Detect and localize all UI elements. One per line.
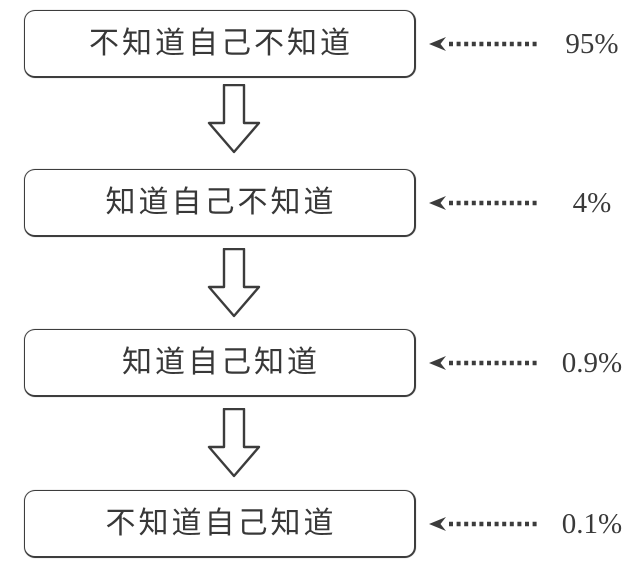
dotted-left-arrow-icon xyxy=(429,196,540,210)
percent-label: 95% xyxy=(565,28,619,60)
percent-label: 0.1% xyxy=(561,508,623,540)
flow-box-label: 不知道自己知道 xyxy=(105,506,337,540)
down-arrow-icon xyxy=(207,248,261,318)
dotted-left-arrow-icon xyxy=(429,37,540,51)
flow-box-label: 知道自己不知道 xyxy=(105,185,337,219)
flow-box-known-unknown: 知道自己不知道 xyxy=(24,169,416,237)
flow-box-label: 知道自己知道 xyxy=(122,345,320,379)
dotted-left-arrow-icon xyxy=(429,356,540,370)
flow-box-known-known: 知道自己知道 xyxy=(24,329,416,397)
flow-box-unknown-known: 不知道自己知道 xyxy=(24,490,416,558)
flow-box-unknown-unknown: 不知道自己不知道 xyxy=(24,10,416,78)
dotted-left-arrow-icon xyxy=(429,517,540,531)
flow-box-label: 不知道自己不知道 xyxy=(89,26,353,60)
percent-label: 0.9% xyxy=(561,347,623,379)
percent-label: 4% xyxy=(572,187,612,219)
down-arrow-icon xyxy=(207,84,261,154)
down-arrow-icon xyxy=(207,408,261,478)
